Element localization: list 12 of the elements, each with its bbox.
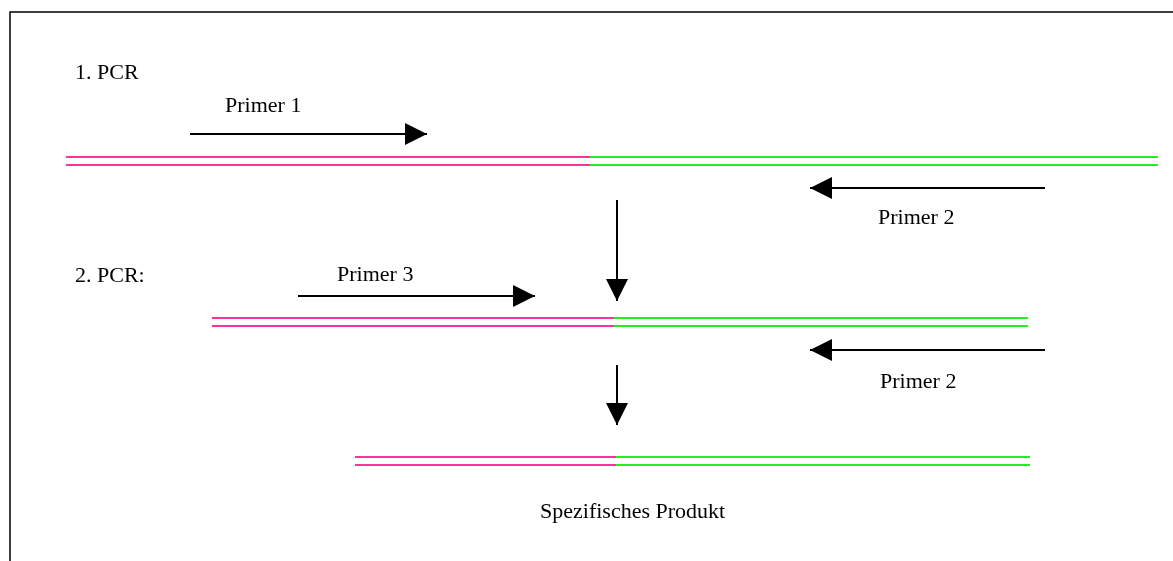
dna-double-strand <box>66 154 1158 168</box>
primer-label: Primer 2 <box>880 370 957 392</box>
primer-label: Primer 1 <box>225 94 302 116</box>
primer-label: Primer 2 <box>878 206 955 228</box>
arrow <box>606 364 628 426</box>
primer-label: Primer 3 <box>337 263 414 285</box>
step-label: 1. PCR <box>75 61 139 83</box>
dna-double-strand <box>212 315 1028 329</box>
node-label: Spezifisches Produkt <box>540 500 726 522</box>
step-label: 2. PCR: <box>75 264 145 286</box>
dna-double-strand <box>355 454 1030 468</box>
arrow <box>606 199 628 302</box>
